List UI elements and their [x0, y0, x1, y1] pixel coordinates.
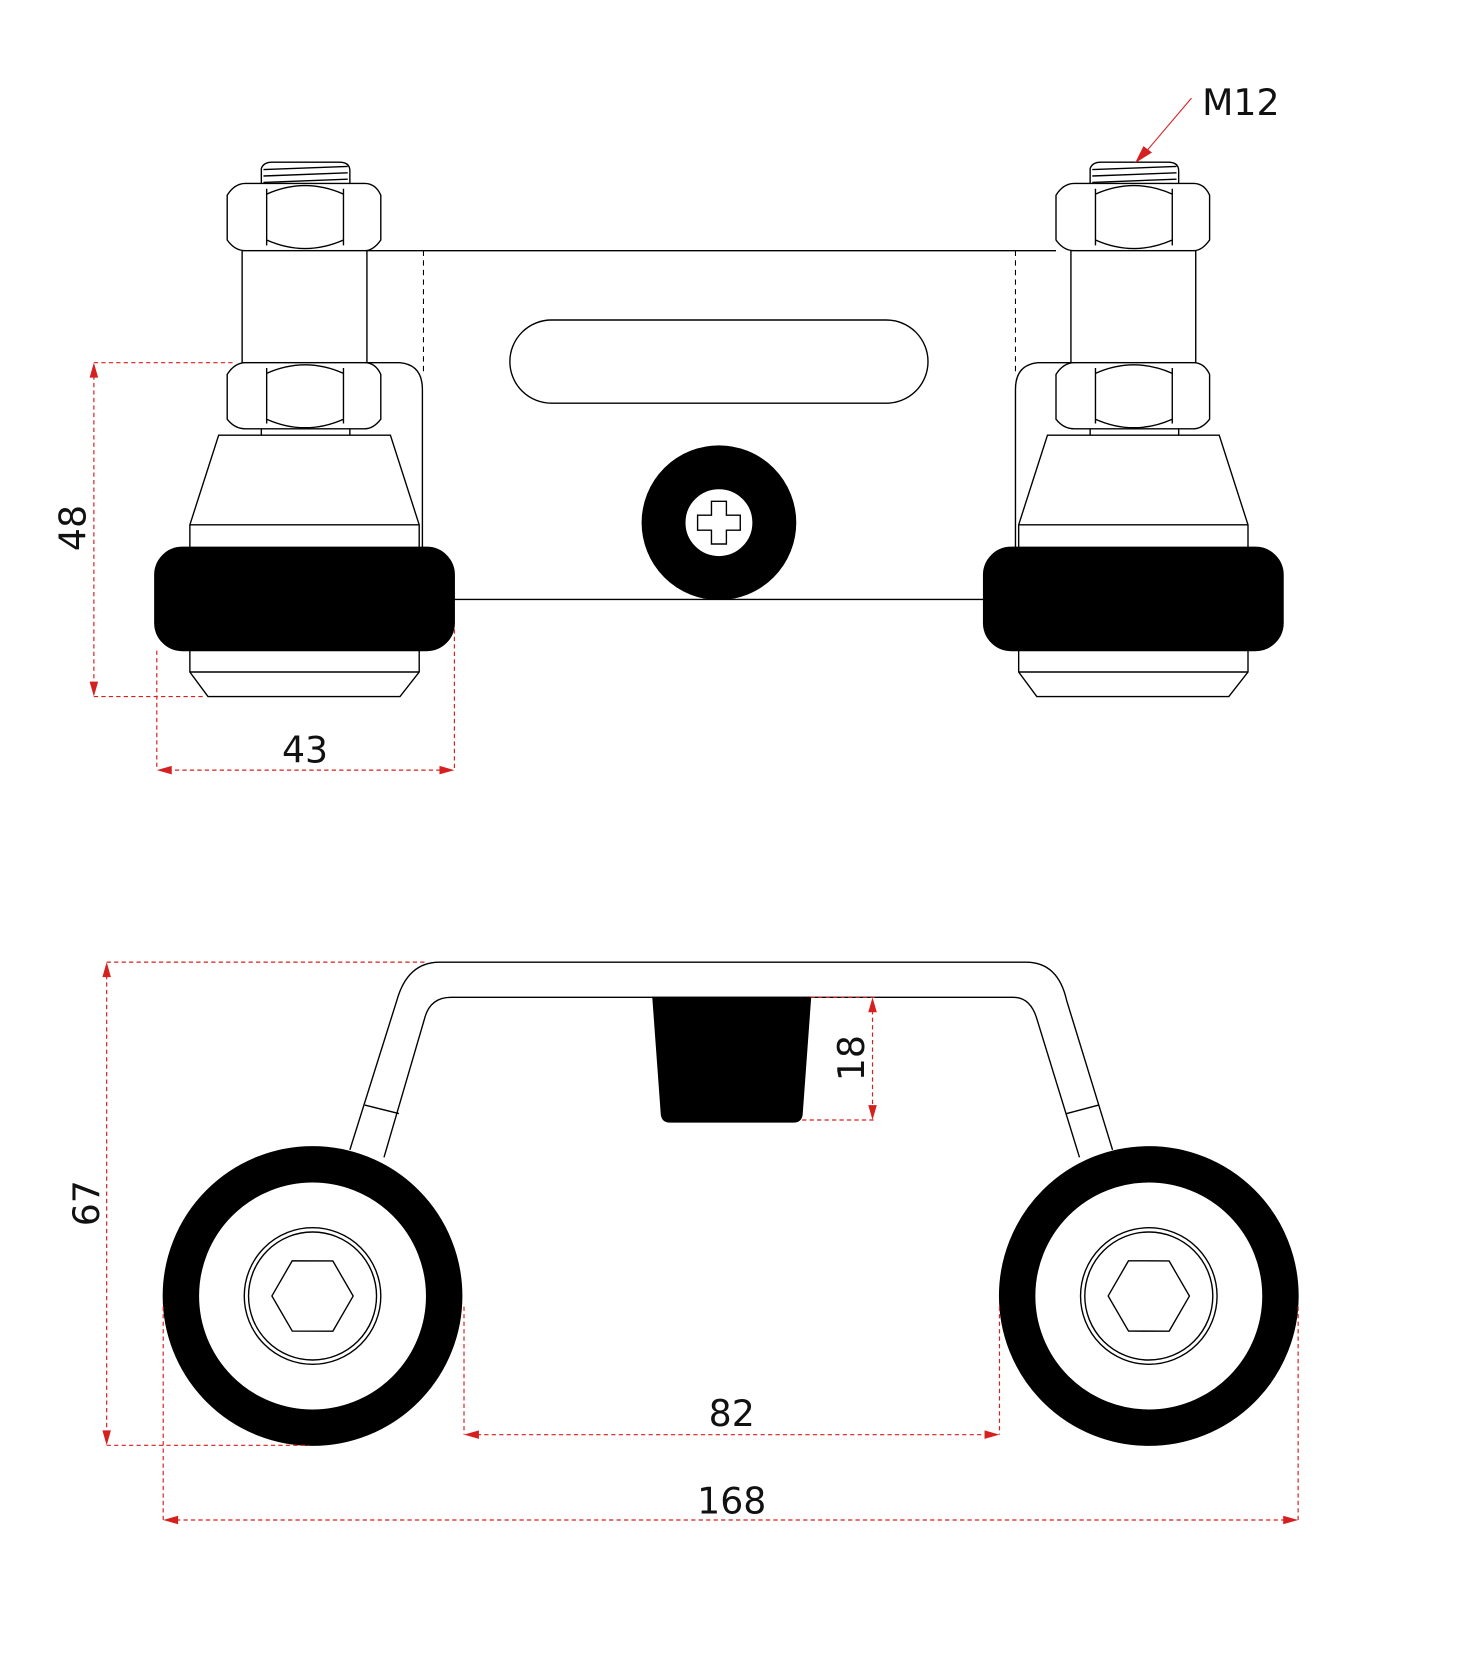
- left-wheel: [162, 1145, 463, 1447]
- svg-text:168: 168: [697, 1480, 766, 1523]
- side-view: 67 18 82 168: [65, 961, 1299, 1525]
- dimension-43: 43: [156, 629, 455, 775]
- svg-text:67: 67: [65, 1180, 108, 1226]
- guide-block: [652, 996, 812, 1123]
- svg-text:18: 18: [830, 1035, 873, 1081]
- left-roller-assembly: [153, 161, 456, 698]
- thread-callout: M12: [1134, 81, 1280, 164]
- dimension-48: 48: [51, 362, 233, 698]
- top-view: M12 48 43: [51, 81, 1284, 775]
- phillips-cross-icon: [696, 500, 741, 545]
- right-wheel: [998, 1145, 1299, 1447]
- right-roller-assembly: [982, 161, 1284, 698]
- dimension-168: 168: [162, 1306, 1299, 1525]
- svg-text:43: 43: [282, 729, 328, 772]
- plate: [366, 249, 1071, 601]
- dimension-18: 18: [802, 996, 877, 1121]
- dimension-67: 67: [65, 961, 427, 1446]
- adjustment-slot: [509, 319, 929, 404]
- svg-text:82: 82: [709, 1392, 755, 1435]
- thread-label: M12: [1202, 81, 1279, 124]
- svg-text:48: 48: [51, 505, 94, 551]
- dimension-82: 82: [463, 1306, 1001, 1439]
- center-screw: [641, 445, 797, 600]
